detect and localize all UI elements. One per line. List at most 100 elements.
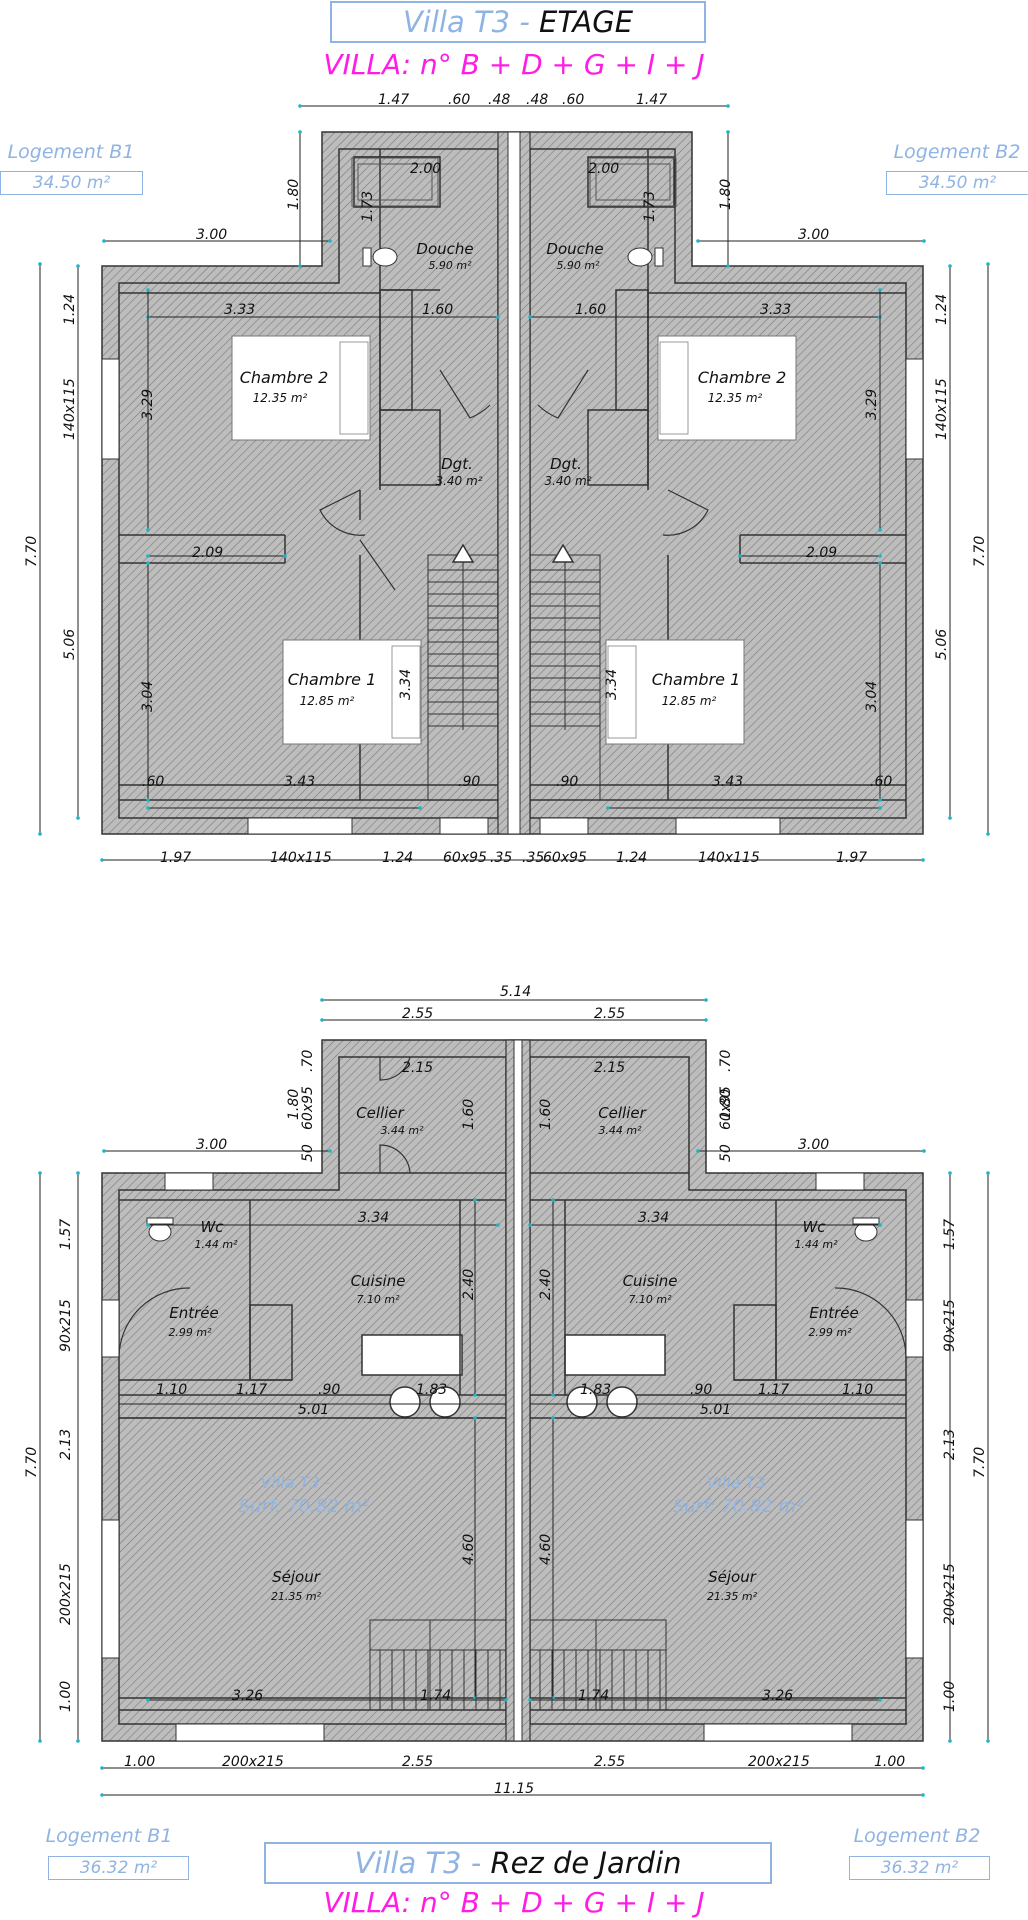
dim-rez-side100-left: 1.00 (58, 1681, 74, 1712)
dim-rez-117-right: 1.17 (758, 1382, 789, 1398)
dim-rez-sejour-h-left: 4.60 (461, 1534, 477, 1565)
etage-chambre1-left-area: 12.85 m² (300, 694, 355, 708)
rez-villa-list: VILLA: n° B + D + G + I + J (323, 1886, 705, 1919)
dim-rez-bot-200-left: 200x215 (222, 1754, 284, 1770)
dim-etage-top-48-right: .48 (526, 92, 548, 108)
etage-bed-chambre2-right (657, 335, 797, 441)
dim-rez-sejour-w-left: 3.26 (232, 1688, 263, 1704)
dim-etage-bot-6095-left: 60x95 (443, 850, 487, 866)
dim-rez-bot-255-right: 2.55 (594, 1754, 625, 1770)
rez-logement-b2-name: Logement B2 (853, 1825, 981, 1847)
dim-rez-total-h-right: 7.70 (972, 1447, 988, 1478)
rez-villa-label-right: - Villa T3 - (696, 1473, 777, 1492)
rez-wc-left-area: 1.44 m² (194, 1238, 238, 1251)
rez-wc-right-area: 1.44 m² (794, 1238, 838, 1251)
rez-title-prefix: Villa T3 (354, 1846, 462, 1880)
dim-rez-cellier-w-right: 2.15 (594, 1060, 625, 1076)
dim-etage-stair-h-left: 3.34 (398, 669, 414, 700)
etage-villa-list: VILLA: n° B + D + G + I + J (323, 48, 705, 81)
dim-rez-door-right: 90x215 (942, 1299, 958, 1352)
etage-dgt-left-area: 3.40 m² (435, 474, 482, 488)
rez-cellier-right-name: Cellier (598, 1104, 646, 1122)
dim-etage-ch1-side-left: 5.06 (62, 629, 78, 660)
rez-entree-right-area: 2.99 m² (808, 1326, 852, 1339)
dim-etage-ch1-h-left: 3.04 (140, 681, 156, 712)
dim-rez-side157-left: 1.57 (58, 1219, 74, 1250)
dim-rez-bot-255-left: 2.55 (402, 1754, 433, 1770)
dim-etage-bot-35-left: .35 (490, 850, 512, 866)
dim-etage-dgt-w-right: 1.60 (575, 302, 606, 318)
dim-etage-top-60-right: .60 (562, 92, 584, 108)
rez-sejour-left-name: Séjour (272, 1568, 321, 1586)
dim-rez-half-255-right: 2.55 (594, 1006, 625, 1022)
dim-rez-sejour-w-right: 3.26 (762, 1688, 793, 1704)
etage-title: Villa T3 - ETAGE (330, 1, 706, 43)
dim-rez-cuisine-h-left: 2.40 (461, 1269, 477, 1300)
dim-rez-sejour-h-right: 4.60 (538, 1534, 554, 1565)
etage-logement-b1-area: 34.50 m² (0, 171, 143, 195)
dim-etage-bot-window-right: 140x115 (698, 850, 760, 866)
dim-etage-wing-h-left: 1.80 (286, 179, 302, 210)
dim-etage-stair-w-left: .90 (458, 774, 480, 790)
etage-bed-chambre1-right (605, 639, 745, 745)
dim-rez-bot-100-left: 1.00 (124, 1754, 155, 1770)
dim-rez-side200-right: 200x215 (942, 1563, 958, 1625)
dim-rez-wing-70-right: .70 (718, 1050, 734, 1072)
rez-plan: Cellier 3.44 m² Cellier 3.44 m² Wc 1.44 … (24, 984, 990, 1797)
dim-etage-stair-h-right: 3.34 (604, 669, 620, 700)
dim-rez-wing-50-left: 50 (300, 1144, 316, 1162)
dim-rez-wing-6095-left: 60x95 (300, 1086, 316, 1130)
etage-toilet-right (627, 247, 653, 267)
rez-logement-b1-name: Logement B1 (45, 1825, 173, 1847)
rez-title: Villa T3 - Rez de Jardin (264, 1842, 772, 1884)
dim-etage-bot-197-left: 1.97 (160, 850, 191, 866)
etage-chambre2-left-area: 12.35 m² (253, 391, 308, 405)
dim-etage-wing-h-right: 1.80 (718, 179, 734, 210)
dim-etage-side124-left: 1.24 (62, 294, 78, 325)
rez-surf-right: Surf: 70.82 m² (673, 1496, 803, 1517)
etage-title-sep: - (510, 5, 540, 39)
dim-etage-wing-w-right: 3.00 (798, 227, 829, 243)
stair-treads (379, 569, 661, 1710)
etage-chambre2-left-name: Chambre 2 (240, 368, 329, 387)
etage-chambre1-right-name: Chambre 1 (652, 670, 741, 689)
etage-plan: Douche 5.90 m² Douche 5.90 m² Chambre 2 … (24, 92, 990, 866)
rez-logement-b2-area: 36.32 m² (849, 1856, 990, 1880)
dim-etage-ch1-top-right: 2.09 (806, 545, 837, 561)
etage-logement-b2-name: Logement B2 (893, 141, 1021, 163)
dim-rez-wing-50-right: 50 (718, 1144, 734, 1162)
dim-etage-small60-left: .60 (142, 774, 164, 790)
dim-etage-ch1-w-right: 3.43 (712, 774, 743, 790)
dim-rez-side157-right: 1.57 (942, 1219, 958, 1250)
rez-cellier-right-area: 3.44 m² (598, 1124, 642, 1137)
dim-rez-side200-left: 200x215 (58, 1563, 74, 1625)
dim-etage-ch2-h-left: 3.29 (140, 389, 156, 420)
etage-douche-left-area: 5.90 m² (428, 259, 472, 272)
dim-rez-cuisine-w-right: 3.34 (638, 1210, 669, 1226)
rez-title-suffix: Rez de Jardin (490, 1846, 682, 1880)
rez-entree-left-area: 2.99 m² (168, 1326, 212, 1339)
dim-etage-stair-w-right: .90 (556, 774, 578, 790)
etage-shower-right (589, 157, 677, 207)
rez-sejour-right-name: Séjour (708, 1568, 757, 1586)
dim-etage-ch1-top-left: 2.09 (192, 545, 223, 561)
etage-chambre1-right-area: 12.85 m² (662, 694, 717, 708)
dim-rez-door-left: 90x215 (58, 1299, 74, 1352)
rez-sejour-left-area: 21.35 m² (271, 1590, 322, 1603)
etage-chambre1-left-name: Chambre 1 (288, 670, 377, 689)
dim-etage-side124-right: 1.24 (934, 294, 950, 325)
dim-etage-ch1-w-left: 3.43 (284, 774, 315, 790)
dim-etage-bot-197-right: 1.97 (836, 850, 867, 866)
dim-rez-half-255-left: 2.55 (402, 1006, 433, 1022)
dim-etage-douche-h-right: 1.73 (642, 191, 658, 222)
rez-cuisine-right-area: 7.10 m² (628, 1293, 672, 1306)
dim-rez-cuisine-h-right: 2.40 (538, 1269, 554, 1300)
dim-rez-wing-70-left: .70 (300, 1050, 316, 1072)
dim-etage-bot-6095-right: 60x95 (543, 850, 587, 866)
etage-logement-b2-area: 34.50 m² (886, 171, 1028, 195)
rez-entree-right-name: Entrée (809, 1304, 859, 1322)
dim-rez-bot-total: 11.15 (494, 1781, 534, 1797)
dim-rez-stair-w-right: 1.74 (578, 1688, 609, 1704)
dim-rez-cellier-h-right: 1.60 (538, 1099, 554, 1130)
